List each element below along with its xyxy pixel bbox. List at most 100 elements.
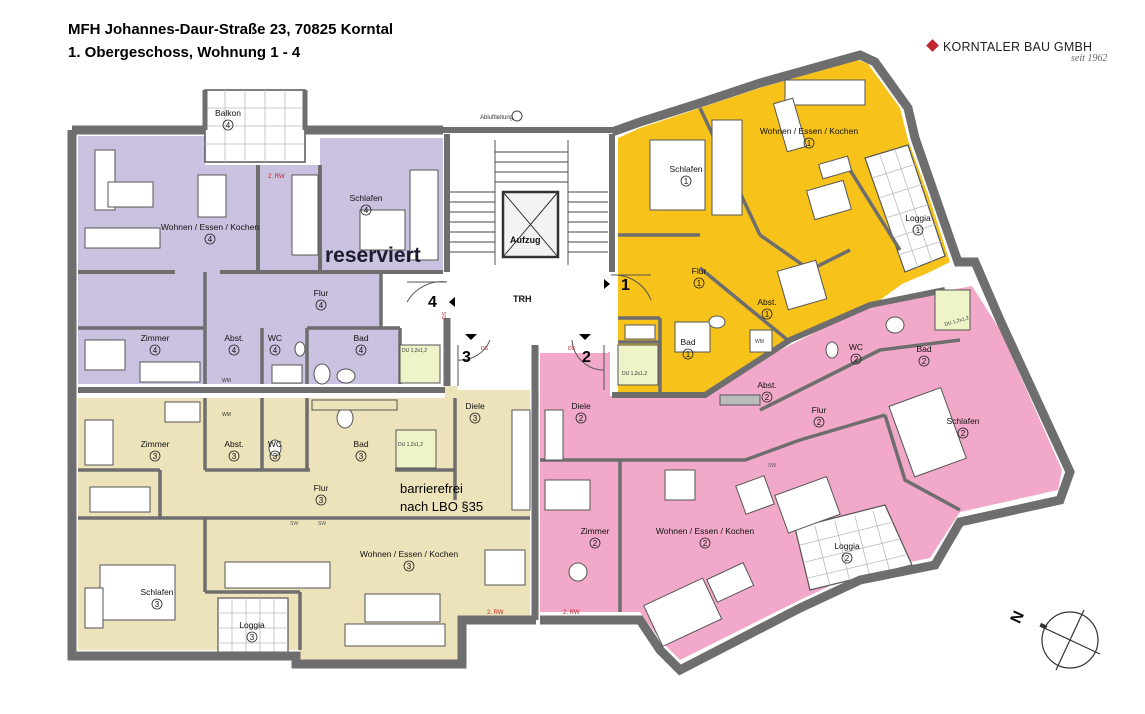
room-number-u2-wc: 2 — [854, 355, 859, 364]
ds-label-3: DS — [481, 346, 489, 352]
room-number-circle-icon — [403, 560, 415, 572]
elevator-label: Aufzug — [510, 235, 541, 245]
rw-note-3: 2. RW — [487, 610, 504, 616]
room-number-circle-icon — [228, 344, 240, 356]
stairwell — [450, 110, 608, 353]
du-note-1: DU 1,2x1,2 — [622, 371, 647, 377]
rw-note-4: 2. RW — [268, 174, 285, 180]
room-number-circle-icon — [149, 344, 161, 356]
room-number-circle-icon — [222, 119, 234, 131]
room-number-circle-icon — [957, 427, 969, 439]
room-label-u2-flur: Flur — [812, 405, 827, 415]
room-number-u1-schlafen: 1 — [684, 177, 689, 186]
room-number-circle-icon — [761, 391, 773, 403]
room-number-circle-icon — [918, 355, 930, 367]
logo-name: KORNTALER BAU GMBH — [943, 40, 1093, 54]
room-number-circle-icon — [315, 494, 327, 506]
room-number-circle-icon — [680, 175, 692, 187]
entrance-2-number: 2 — [582, 349, 591, 366]
room-number-u3-diele: 3 — [473, 414, 478, 423]
room-label-u1-schlafen: Schlafen — [669, 164, 702, 174]
room-label-u3-wc: WC — [268, 439, 282, 449]
room-number-u2-loggia: 2 — [845, 554, 850, 563]
entrance-markers — [406, 274, 652, 390]
room-number-circle-icon — [682, 348, 694, 360]
stair-trh-label: TRH — [513, 294, 532, 304]
room-label-u4-wc: WC — [268, 333, 282, 343]
room-label-u4-bad: Bad — [353, 333, 368, 343]
company-logo: KORNTALER BAU GMBH seit 1962 — [926, 38, 1107, 64]
wm-note-4: WM — [222, 378, 231, 384]
room-label-u3-schlafen: Schlafen — [140, 587, 173, 597]
room-number-circle-icon — [575, 412, 587, 424]
sw-note-3a: SW — [290, 521, 298, 527]
wm-note-1: WM — [755, 339, 764, 345]
room-number-u4-wohnen: 4 — [208, 235, 213, 244]
room-label-u2-bad: Bad — [916, 344, 931, 354]
room-number-u3-schlafen: 3 — [155, 600, 160, 609]
room-number-u4-schlafen: 4 — [364, 206, 369, 215]
unit-4-fill — [78, 136, 443, 384]
room-number-u3-abst: 3 — [232, 452, 237, 461]
entrance-4-number: 4 — [428, 294, 437, 311]
room-number-circle-icon — [315, 299, 327, 311]
room-number-circle-icon — [469, 412, 481, 424]
reserviert-label: reserviert — [325, 244, 421, 267]
barrierefrei-line2: nach LBO §35 — [400, 499, 483, 514]
room-number-u2-abst: 2 — [765, 393, 770, 402]
room-label-u3-abst: Abst. — [224, 439, 243, 449]
room-number-circle-icon — [149, 450, 161, 462]
room-number-u4-zimmer: 4 — [153, 346, 158, 355]
room-label-u4-zimmer: Zimmer — [141, 333, 170, 343]
du-note-3: DU 1,2x1,2 — [398, 442, 423, 448]
logo-tagline: seit 1962 — [1071, 53, 1108, 64]
room-number-u1-abst: 1 — [765, 310, 770, 319]
entrance-3-number: 3 — [462, 349, 471, 366]
du-note-4: DU 1,2x1,2 — [402, 348, 427, 354]
unit-2-fill — [540, 286, 1062, 660]
room-label-u4-schlafen: Schlafen — [349, 193, 382, 203]
room-number-circle-icon — [269, 450, 281, 462]
room-label-u3-wohnen: Wohnen / Essen / Kochen — [360, 549, 458, 559]
room-label-u2-wohnen: Wohnen / Essen / Kochen — [656, 526, 754, 536]
plan-subtitle: 1. Obergeschoss, Wohnung 1 - 4 — [68, 44, 301, 61]
sw-note-2: SW — [768, 463, 776, 469]
room-number-u2-schlafen: 2 — [961, 429, 966, 438]
room-label-u2-abst: Abst. — [757, 380, 776, 390]
room-number-circle-icon — [803, 137, 815, 149]
room-number-u2-zimmer: 2 — [593, 539, 598, 548]
room-number-circle-icon — [269, 344, 281, 356]
room-number-circle-icon — [228, 450, 240, 462]
entrance-4-arrow-icon — [449, 297, 455, 307]
room-number-circle-icon — [813, 416, 825, 428]
room-number-u2-bad: 2 — [922, 357, 927, 366]
barrierefrei-line1: barrierefrei — [400, 481, 463, 496]
room-number-u3-flur: 3 — [319, 496, 324, 505]
compass: N — [1008, 609, 1101, 671]
room-number-circle-icon — [204, 233, 216, 245]
room-number-u4-flur: 4 — [319, 301, 324, 310]
room-label-u4-abst: Abst. — [224, 333, 243, 343]
room-number-u3-loggia: 3 — [250, 633, 255, 642]
unit-4-area — [78, 136, 443, 384]
room-label-u2-zimmer: Zimmer — [581, 526, 610, 536]
room-label-u1-loggia: Loggia — [905, 213, 931, 223]
room-number-u3-zimmer: 3 — [153, 452, 158, 461]
room-number-u2-flur: 2 — [817, 418, 822, 427]
room-number-circle-icon — [912, 224, 924, 236]
room-number-u4-abst: 4 — [232, 346, 237, 355]
plan-title: MFH Johannes-Daur-Straße 23, 70825 Kornt… — [68, 21, 394, 38]
balkon-4 — [204, 89, 306, 163]
room-label-u3-flur: Flur — [314, 483, 329, 493]
room-number-circle-icon — [355, 450, 367, 462]
walls — [67, 50, 1075, 676]
ds-label-4: DS — [442, 311, 448, 319]
furniture — [84, 79, 971, 648]
sw-note-3b: SW — [318, 521, 326, 527]
loggia-2 — [794, 504, 913, 591]
room-number-circle-icon — [589, 537, 601, 549]
room-label-u4-flur: Flur — [314, 288, 329, 298]
